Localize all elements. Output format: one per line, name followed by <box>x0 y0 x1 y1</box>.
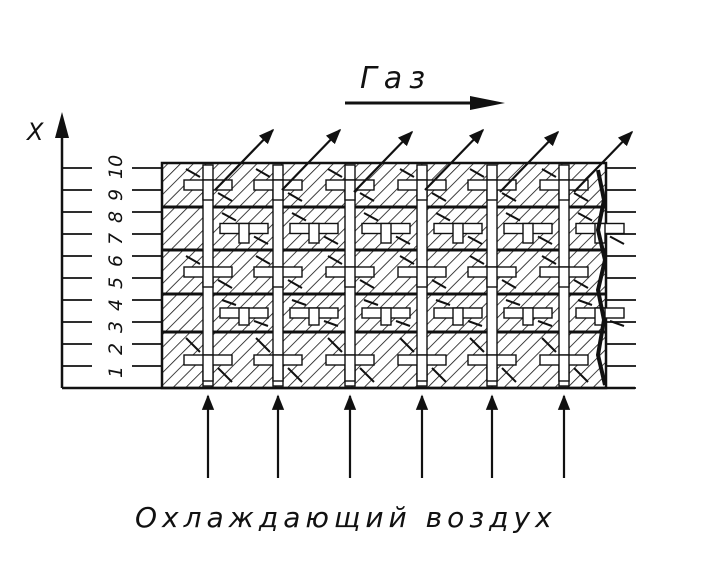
cooling-air-label: Охлаждающий воздух <box>135 501 557 534</box>
cooling-air-arrows <box>201 394 571 478</box>
layer-number-8: 8 <box>105 211 127 223</box>
gas-label: Газ <box>360 61 432 96</box>
outflow-arrow <box>281 128 342 191</box>
outflow-arrow <box>573 130 634 193</box>
outflow-arrow <box>353 130 414 193</box>
layer-number-1: 1 <box>105 366 127 378</box>
layer-number-2: 2 <box>105 343 127 355</box>
layer-number-9: 9 <box>105 189 127 201</box>
outflow-arrow <box>214 128 275 191</box>
outflow-arrows <box>214 128 634 193</box>
outflow-arrow <box>424 128 485 191</box>
porous-wall-block <box>160 161 625 390</box>
layer-number-6: 6 <box>105 255 127 267</box>
layer-number-5: 5 <box>105 277 127 289</box>
layer-number-3: 3 <box>105 321 127 333</box>
layer-ticks-left <box>62 167 162 389</box>
outflow-arrow <box>499 130 560 193</box>
layer-number-4: 4 <box>105 299 127 311</box>
x-axis <box>55 112 69 388</box>
gas-flow-arrow <box>345 96 505 110</box>
axis-label-x: X <box>25 118 44 146</box>
layer-ticks-right <box>606 167 636 389</box>
layer-number-7: 7 <box>105 233 127 245</box>
layer-number-10: 10 <box>105 155 127 179</box>
